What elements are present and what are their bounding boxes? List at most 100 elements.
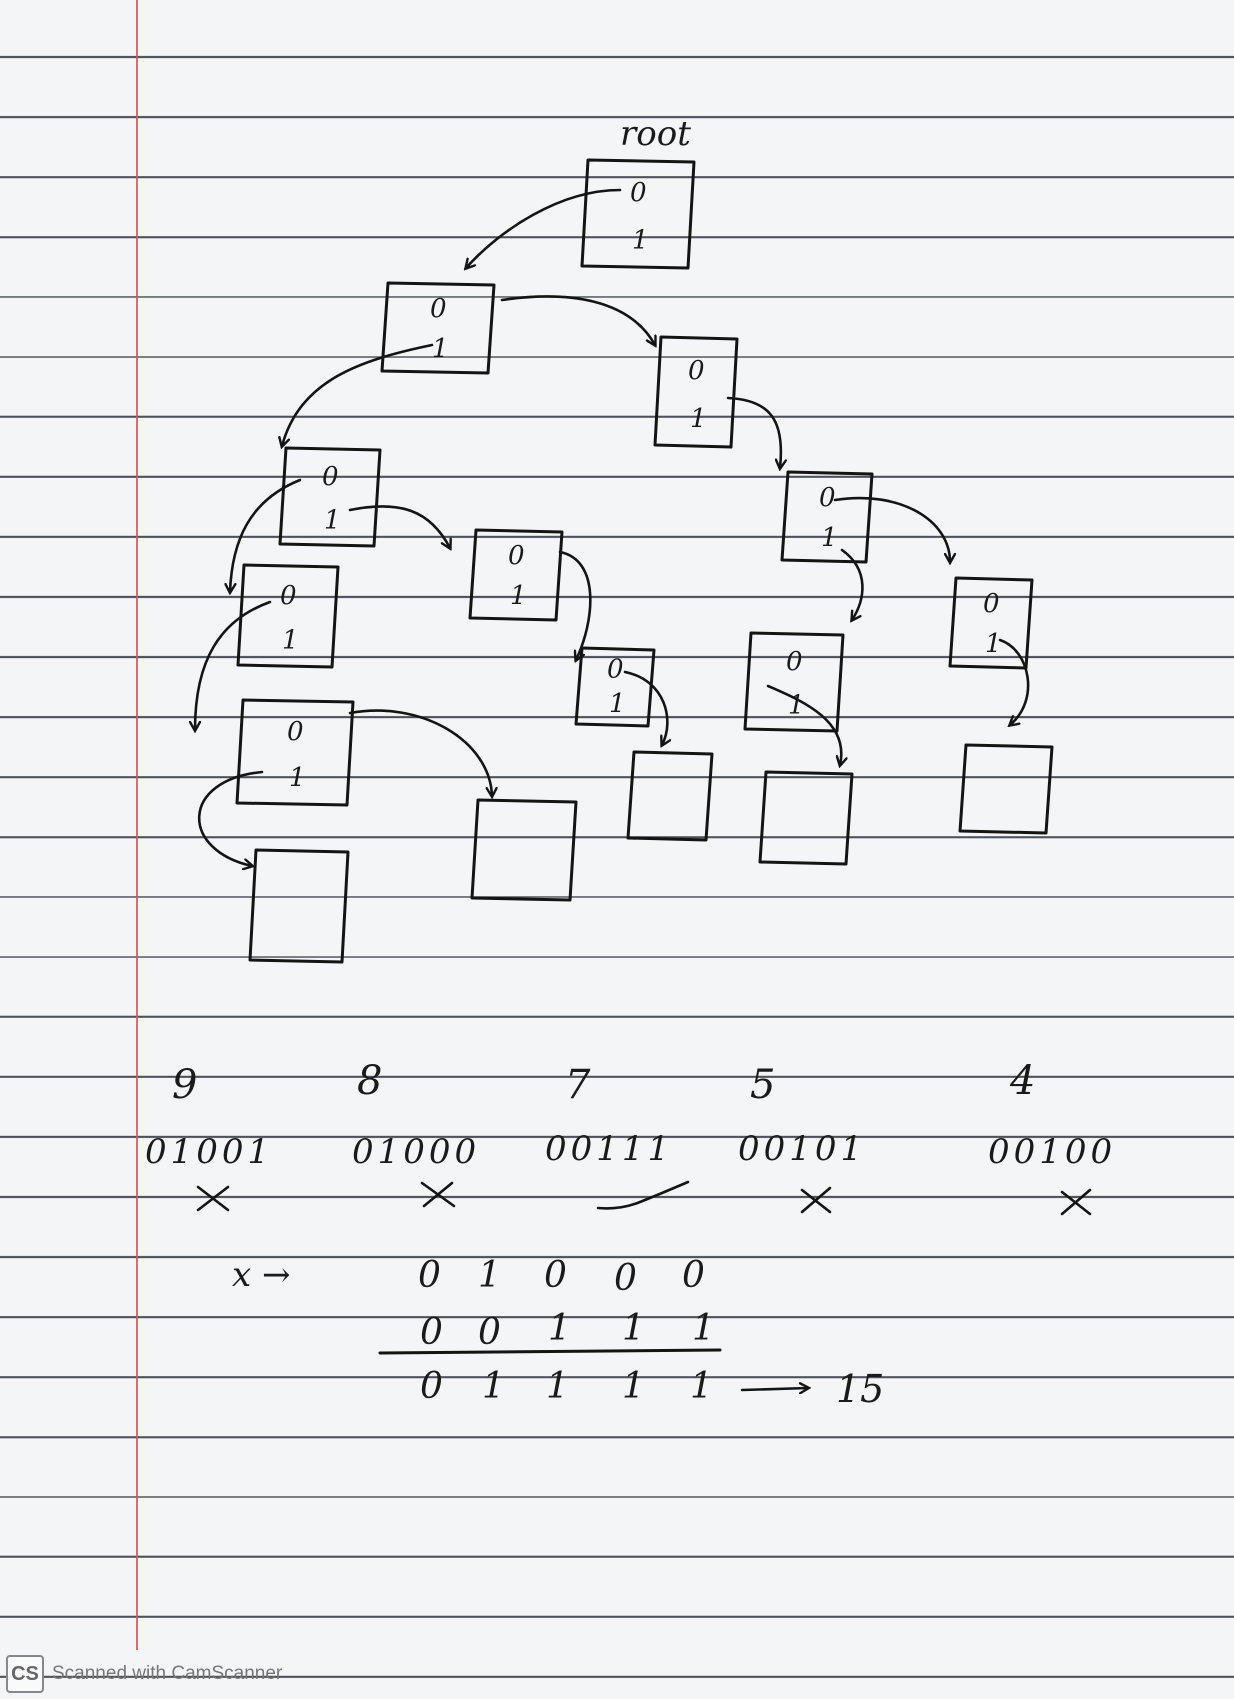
trie-node: 01 (278, 446, 382, 548)
root-node: 01 (580, 158, 696, 270)
bit-zero-label: 0 (819, 483, 836, 513)
xor-bit: 1 (622, 1308, 645, 1349)
sum-line (378, 1348, 722, 1355)
bit-one-label: 1 (985, 629, 1002, 659)
xor-bit: 1 (548, 1308, 571, 1349)
cross-mark (1060, 1188, 1092, 1216)
trie-node (626, 750, 714, 842)
check-mark (596, 1180, 690, 1210)
bit-one-label: 1 (282, 626, 299, 656)
xor-bit: 0 (544, 1255, 567, 1296)
edge-arrow (623, 670, 667, 745)
xor-result: 0 1 1 1 1 15 (420, 1366, 884, 1411)
bit-zero-label: 0 (287, 717, 304, 747)
trie-edges (195, 188, 1030, 866)
cross-mark (800, 1186, 832, 1214)
edge-arrow (230, 478, 302, 592)
edge-arrow (282, 343, 434, 446)
bit-one-label: 1 (432, 334, 449, 364)
bit-zero-label: 0 (322, 462, 339, 492)
trie-node: 01 (468, 528, 564, 622)
decimal-4: 4 (1009, 1058, 1035, 1104)
xor-bit: 0 (478, 1312, 501, 1353)
trie-node: 01 (743, 631, 845, 733)
xor-row-1: 0 1 0 0 0 (418, 1255, 705, 1299)
edge-arrow (726, 396, 781, 468)
trie-node (958, 743, 1054, 835)
binary-8: 01000 (352, 1132, 480, 1172)
x-label: x → (232, 1255, 290, 1295)
edge-arrow (998, 638, 1030, 725)
trie-node: 01 (780, 470, 874, 564)
margin-line (136, 0, 138, 1650)
binary-row: 01001 01000 00111 00101 00100 (145, 1129, 1116, 1172)
xor-row-2: 0 0 1 1 1 (420, 1308, 715, 1353)
bit-one-label: 1 (289, 763, 306, 793)
decimal-row: 9 8 7 5 4 (172, 1058, 1035, 1108)
bit-zero-label: 0 (607, 655, 624, 685)
bit-one-label: 1 (510, 581, 527, 611)
bit-zero-label: 0 (280, 581, 297, 611)
bit-one-label: 1 (690, 404, 707, 434)
cross-mark (420, 1181, 456, 1208)
decimal-8: 8 (357, 1058, 382, 1104)
xor-bit: 1 (690, 1366, 713, 1407)
trie-node: 01 (235, 698, 355, 807)
xor-bit: 0 (682, 1255, 705, 1296)
decimal-7: 7 (565, 1062, 591, 1108)
trie-node: 01 (574, 646, 656, 728)
xor-bit: 1 (482, 1366, 505, 1407)
edge-arrow (195, 600, 272, 730)
trie-node: 01 (653, 335, 739, 449)
root-label: root (620, 114, 691, 154)
edge-arrow (466, 188, 622, 268)
binary-5: 00101 (738, 1129, 866, 1169)
result-arrow (740, 1388, 808, 1390)
xor-bit: 0 (420, 1312, 443, 1353)
result-value: 15 (836, 1367, 884, 1411)
edge-arrow (833, 496, 950, 562)
cross-mark (196, 1185, 230, 1212)
edge-arrow (348, 709, 492, 796)
decimal-5: 5 (750, 1062, 775, 1108)
binary-4: 00100 (988, 1132, 1116, 1172)
edge-arrow (197, 770, 264, 866)
decimal-9: 9 (172, 1062, 197, 1108)
bit-one-label: 1 (609, 689, 626, 719)
scanner-footer: CS Scanned with CamScanner (6, 1654, 282, 1694)
camscanner-logo: CS (6, 1655, 44, 1693)
trie-node (248, 848, 350, 964)
marks-row (196, 1180, 1092, 1216)
bit-zero-label: 0 (688, 356, 705, 386)
xor-bit: 1 (692, 1308, 715, 1349)
bit-zero-label: 0 (630, 178, 647, 208)
bit-zero-label: 0 (786, 647, 803, 677)
binary-9: 01001 (145, 1132, 273, 1172)
edge-arrow (840, 548, 864, 620)
xor-bit: 0 (420, 1366, 443, 1407)
trie-node: 01 (380, 281, 496, 375)
binary-7: 00111 (545, 1129, 673, 1169)
bit-one-label: 1 (821, 523, 838, 553)
bit-one-label: 1 (632, 226, 649, 256)
trie-node (758, 770, 854, 866)
edge-arrow (766, 684, 841, 765)
bit-zero-label: 0 (430, 294, 447, 324)
bit-zero-label: 0 (983, 589, 1000, 619)
edge-arrow (500, 295, 655, 345)
scanner-text: Scanned with CamScanner (52, 1663, 283, 1684)
xor-bit: 0 (418, 1255, 441, 1296)
xor-bit: 0 (614, 1258, 637, 1299)
trie-node: 01 (236, 563, 340, 669)
xor-bit: 1 (622, 1366, 645, 1407)
bit-zero-label: 0 (508, 541, 525, 571)
edge-arrow (348, 505, 450, 548)
trie-node (470, 798, 578, 902)
xor-bit: 1 (546, 1366, 569, 1407)
xor-bit: 1 (478, 1255, 501, 1296)
edge-arrow (558, 550, 592, 660)
